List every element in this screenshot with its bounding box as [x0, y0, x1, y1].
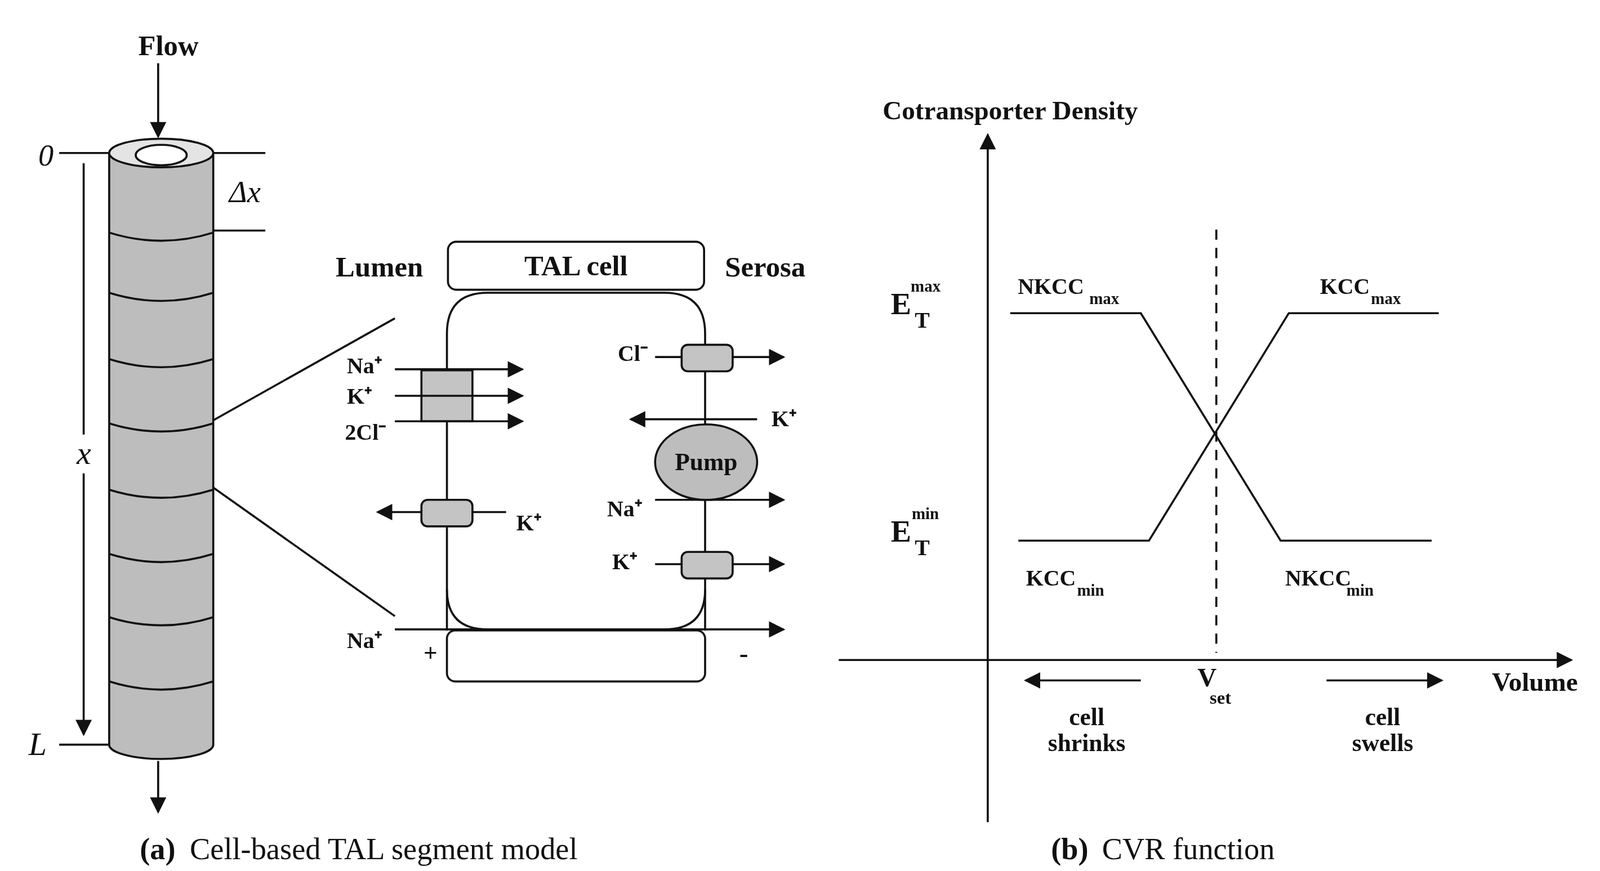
figure-label: Na⁺ — [607, 496, 642, 520]
figure-label: NKCC — [1017, 273, 1084, 298]
leader-line — [213, 487, 396, 617]
figure-label: max — [910, 278, 941, 296]
figure-label: cell shrinks — [1035, 705, 1138, 757]
figure-label: E — [890, 287, 912, 320]
cl-channel — [681, 344, 733, 372]
tight-junction — [447, 630, 706, 683]
figure-label: cell swells — [1335, 705, 1430, 757]
figure-label: K⁺ — [516, 510, 542, 535]
leader-line — [213, 318, 396, 421]
figure-label: Cell-based TAL segment model — [189, 832, 578, 865]
figure-label: (a) — [139, 832, 176, 865]
figure-label: Cl⁻ — [617, 341, 648, 365]
flow-arrow — [157, 63, 160, 137]
pump-ellipse: Pump — [653, 423, 759, 502]
nkcc-curve — [1010, 313, 1432, 541]
tick — [213, 152, 266, 155]
paracellular-arrow — [394, 628, 784, 631]
figure-label: Serosa — [724, 251, 806, 282]
figure-label: 2Cl⁻ — [344, 420, 386, 444]
figure-label: E — [890, 515, 912, 548]
flux-arrow — [394, 420, 523, 423]
figure-label: Na⁺ — [346, 353, 382, 378]
x-axis — [838, 658, 1572, 662]
tick — [59, 152, 110, 155]
figure-label: max — [1370, 290, 1401, 307]
tube-lumen — [135, 144, 187, 166]
tube-top — [109, 138, 214, 168]
k-channel — [681, 551, 733, 579]
figure-label: K⁺ — [346, 384, 372, 408]
pump-border — [654, 424, 757, 501]
tick — [213, 229, 266, 233]
figure-label: Na⁺ — [346, 627, 382, 652]
figure-label: set — [1209, 688, 1232, 708]
figure-label: L — [28, 727, 47, 762]
figure-label: CVR function — [1102, 832, 1276, 865]
figure-label: Cotransporter Density — [882, 96, 1138, 124]
cell-label-box: TAL cell — [447, 241, 706, 292]
figure-label: x — [75, 434, 92, 474]
tick — [59, 743, 110, 747]
outflow-arrow — [157, 761, 160, 813]
shrink-arrow — [1025, 679, 1142, 683]
figure-label: V — [1197, 663, 1217, 692]
figure-label: min — [1346, 582, 1374, 600]
node-text: TAL cell — [524, 249, 628, 283]
figure-label: min — [1076, 582, 1104, 600]
figure-label: 0 — [38, 138, 54, 171]
flux-arrow — [394, 394, 523, 398]
figure-label: T — [914, 307, 930, 332]
flux-arrow — [630, 418, 758, 421]
figure-label: K⁺ — [771, 406, 797, 431]
box-border — [447, 241, 704, 290]
figure-label: T — [914, 535, 930, 559]
figure-label: - — [739, 639, 749, 667]
node-text: Pump — [674, 448, 738, 476]
tube-body — [109, 153, 214, 760]
figure-label: max — [1089, 290, 1120, 307]
cell-corner — [447, 589, 706, 630]
figure-label: KCC — [1320, 273, 1371, 298]
figure-label: NKCC — [1285, 565, 1352, 590]
segment-lines — [109, 232, 214, 690]
figure-label: Δx — [229, 175, 261, 208]
figure-label: K⁺ — [612, 549, 637, 574]
figure-label: Volume — [1491, 667, 1579, 696]
k-channel — [421, 500, 473, 527]
figure-label: KCC — [1026, 565, 1077, 590]
figure-label: Lumen — [335, 251, 423, 282]
figure-label: min — [911, 505, 939, 523]
swell-arrow — [1326, 679, 1442, 683]
kcc-curve — [1018, 313, 1439, 541]
figure-label: + — [423, 640, 438, 667]
flux-arrow — [394, 368, 523, 371]
setpoint-line — [1215, 229, 1218, 654]
figure-label: (b) — [1050, 832, 1089, 865]
y-axis — [986, 134, 989, 823]
figure-label: Flow — [138, 29, 199, 60]
